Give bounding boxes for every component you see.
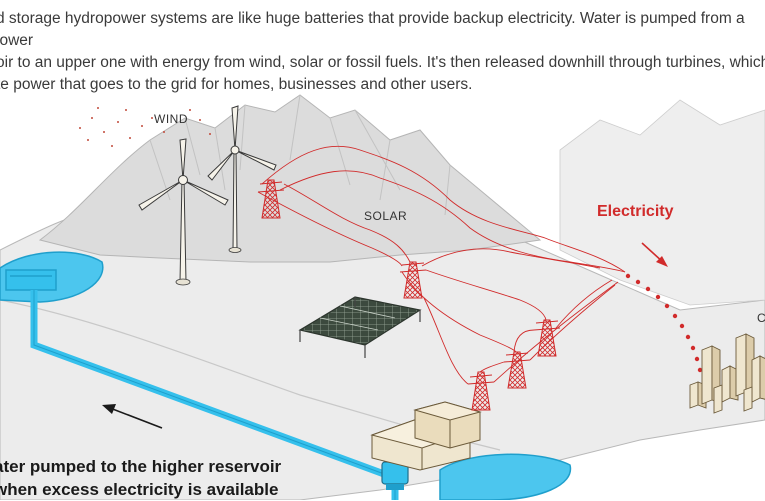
wind-label: WIND — [154, 112, 188, 126]
far-mountains — [559, 99, 765, 306]
wind-turbine-front — [138, 138, 229, 286]
solar-panel-array — [298, 296, 422, 358]
tower-3 — [533, 319, 561, 357]
electricity-label: Electricity — [597, 203, 674, 220]
power-lines — [257, 145, 626, 385]
city-buildings — [689, 333, 765, 414]
water-direction-arrow — [102, 404, 163, 429]
wind-particles — [79, 107, 211, 147]
lower-reservoir — [439, 453, 572, 500]
power-plant — [370, 401, 482, 471]
city-label: C — [757, 311, 765, 325]
plateau-edge — [0, 299, 501, 451]
transmission-towers — [257, 179, 561, 411]
upper-intake — [5, 269, 57, 291]
mountain-ridges — [149, 94, 451, 216]
wind-turbine-rear — [207, 105, 277, 253]
intro-paragraph: d storage hydropower systems are like hu… — [0, 10, 765, 93]
electricity-arrow — [641, 242, 668, 267]
mountain-range — [38, 94, 542, 263]
tower-5 — [467, 371, 495, 411]
solar-label: SOLAR — [364, 209, 407, 223]
pump-caption: ater pumped to the higher reservoir when… — [0, 457, 282, 499]
tower-2 — [399, 261, 427, 299]
electricity-flow — [625, 273, 703, 373]
